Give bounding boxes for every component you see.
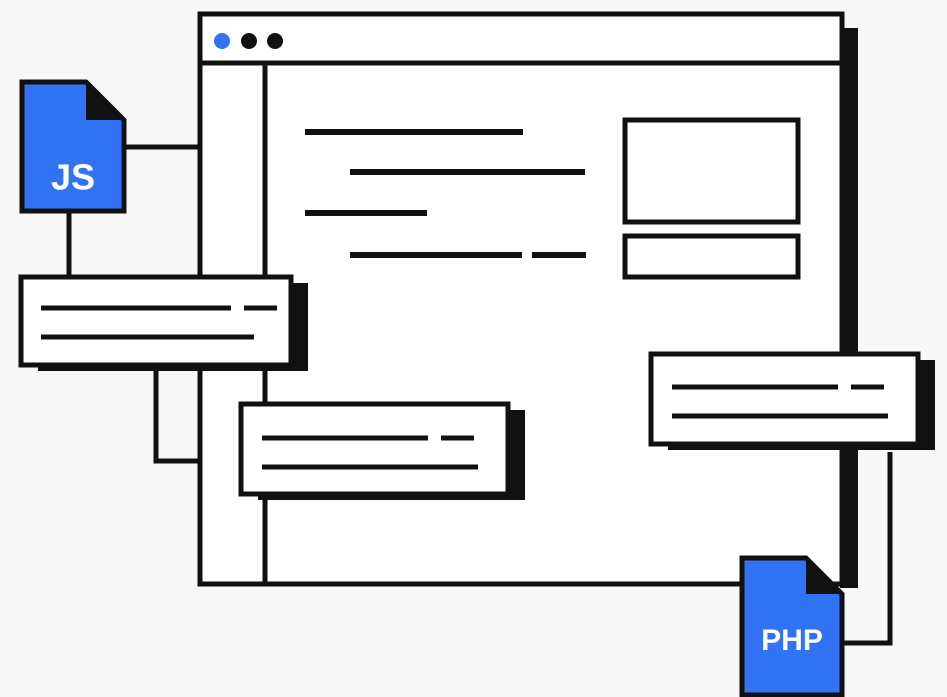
traffic-light-dot-black-2[interactable] xyxy=(267,33,283,49)
card-middle[interactable] xyxy=(238,401,525,500)
content-text-lines xyxy=(305,129,586,258)
php-file-fold-overlay xyxy=(806,560,840,594)
php-file-icon[interactable]: PHP xyxy=(739,555,845,697)
card-right-surface xyxy=(648,351,921,447)
traffic-light-dot-black-1[interactable] xyxy=(241,33,257,49)
card-left[interactable] xyxy=(18,274,308,371)
php-file-label: PHP xyxy=(761,624,823,657)
card-left-lines xyxy=(41,305,277,340)
traffic-light-dot-blue[interactable] xyxy=(214,33,230,49)
card-left-surface xyxy=(18,274,294,368)
content-panel-small[interactable] xyxy=(622,233,801,280)
card-middle-surface xyxy=(238,401,511,497)
card-right-lines xyxy=(672,384,888,419)
connector-card-right-to-php xyxy=(842,452,893,646)
card-right[interactable] xyxy=(648,351,935,450)
js-file-fold-overlay xyxy=(86,84,122,120)
content-panel-large[interactable] xyxy=(622,117,801,225)
card-middle-lines xyxy=(262,435,478,470)
js-file-label: JS xyxy=(51,157,95,198)
js-file-icon[interactable]: JS xyxy=(19,79,127,214)
